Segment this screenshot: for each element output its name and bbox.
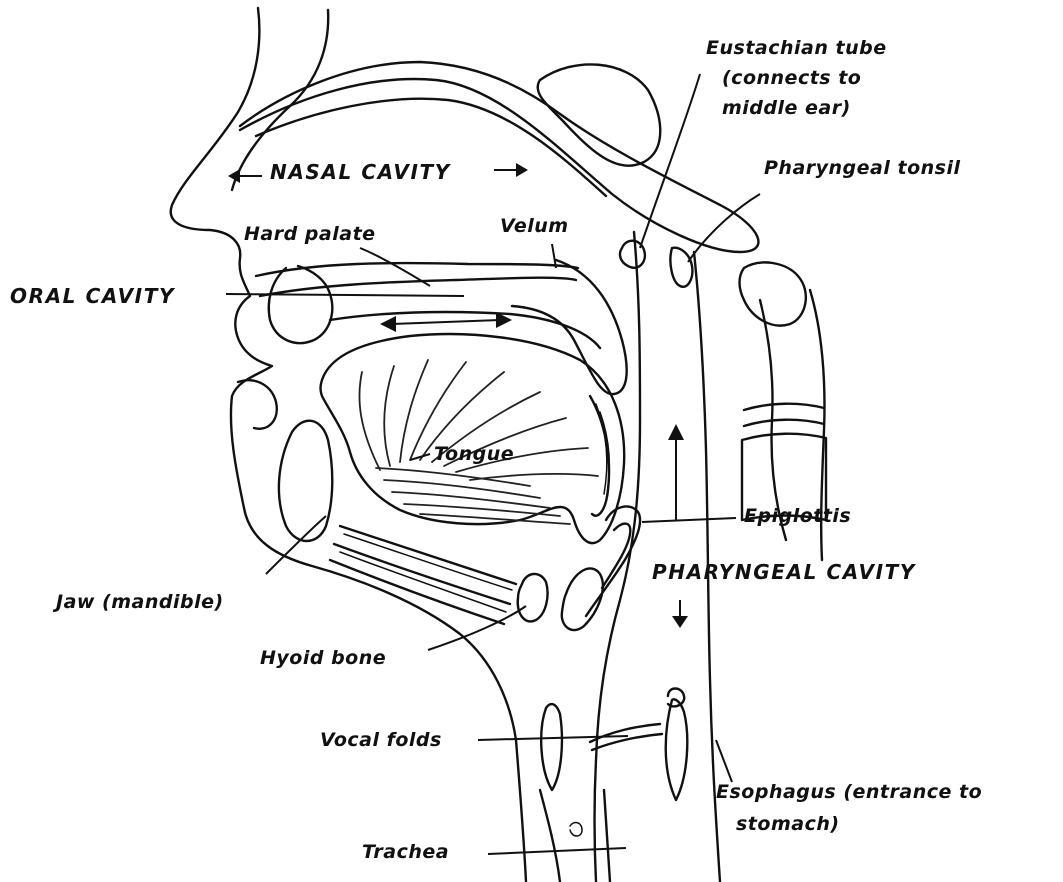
label-eustachian-tube-2: (connects to bbox=[722, 66, 861, 90]
label-oral-cavity: ORAL CAVITY bbox=[10, 284, 175, 308]
label-tongue: Tongue bbox=[434, 442, 514, 466]
sphenoid-sinus bbox=[538, 64, 661, 165]
trachea-front bbox=[540, 790, 560, 882]
hyoid-bone bbox=[518, 574, 548, 621]
leader-eustachian bbox=[640, 74, 700, 248]
label-jaw: Jaw (mandible) bbox=[56, 590, 224, 614]
label-esophagus-2: stomach) bbox=[736, 812, 840, 836]
hard-palate-upper bbox=[256, 263, 578, 276]
label-eustachian-tube-1: Eustachian tube bbox=[706, 36, 887, 60]
label-epiglottis: Epiglottis bbox=[744, 504, 851, 528]
leader-esophagus bbox=[716, 740, 732, 782]
upper-lip-inner bbox=[269, 266, 332, 343]
leader-hyoid bbox=[428, 606, 526, 650]
leader-epiglottis bbox=[642, 518, 736, 522]
label-esophagus-1: Esophagus (entrance to bbox=[716, 780, 982, 804]
label-pharyngeal-cavity: PHARYNGEAL CAVITY bbox=[652, 560, 916, 584]
trachea-ring bbox=[570, 823, 582, 836]
vocal-fold-right bbox=[666, 699, 688, 800]
label-hyoid-bone: Hyoid bone bbox=[260, 646, 386, 670]
pharyngeal-tonsil-outline bbox=[670, 248, 692, 287]
lower-lip bbox=[238, 380, 277, 429]
leader-jaw bbox=[266, 516, 326, 574]
label-eustachian-tube-3: middle ear) bbox=[722, 96, 851, 120]
leader-vocal-folds bbox=[478, 736, 628, 740]
hard-palate-lower bbox=[260, 278, 576, 296]
trachea-back bbox=[604, 790, 610, 882]
leader-trachea bbox=[488, 848, 626, 854]
vertebra-upper bbox=[740, 262, 806, 325]
label-nasal-cavity: NASAL CAVITY bbox=[270, 160, 451, 184]
oral-cavity-arrow bbox=[392, 320, 500, 324]
vertebra-disc bbox=[744, 404, 824, 426]
label-vocal-folds: Vocal folds bbox=[320, 728, 442, 752]
label-trachea: Trachea bbox=[362, 840, 449, 864]
vocal-fold-left bbox=[541, 704, 562, 790]
leader-hard-palate bbox=[360, 248, 430, 286]
pharynx-front-wall bbox=[595, 232, 641, 882]
label-pharyngeal-tonsil: Pharyngeal tonsil bbox=[764, 156, 961, 180]
label-hard-palate: Hard palate bbox=[244, 222, 376, 246]
mandible-outline bbox=[279, 421, 332, 541]
label-velum: Velum bbox=[500, 214, 569, 238]
epiglottis-outline bbox=[586, 506, 640, 616]
